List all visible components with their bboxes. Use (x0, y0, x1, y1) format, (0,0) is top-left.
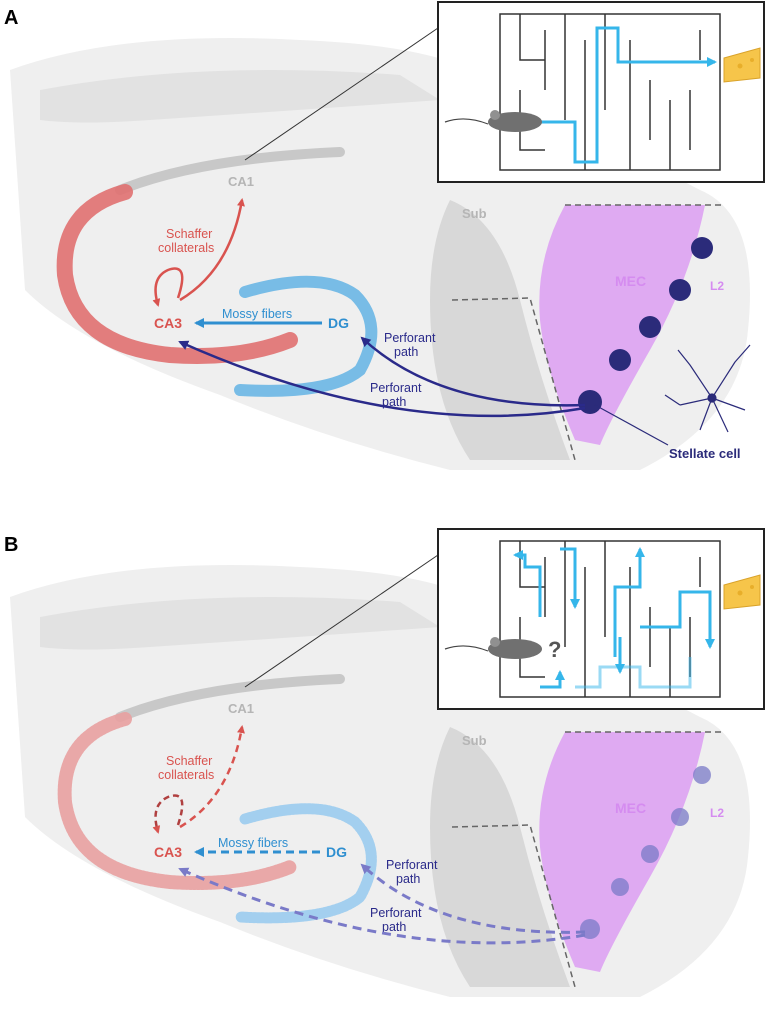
panel-a: A CA1 CA3 DG Sub MEC L2 Sc (4, 1, 765, 470)
dg-label: DG (326, 844, 347, 860)
mec-region (539, 732, 705, 972)
cortex-band (40, 597, 440, 650)
boundary-line (451, 824, 576, 988)
schaffer-label-line1: Schaffer (166, 754, 212, 768)
maze-exploration-paths (513, 547, 715, 689)
perforant-arrow-to-dg (360, 863, 586, 934)
perforant2-label-line1: Perforant (370, 906, 422, 920)
ca3-layer (57, 712, 297, 890)
perforant-arrow-to-ca3 (178, 867, 586, 945)
ca1-layer (115, 674, 345, 722)
ca1-label: CA1 (228, 701, 254, 716)
cheese-icon (723, 47, 761, 83)
panel-b: B CA1 CA3 DG Sub MEC L2 Schaffer collate… (4, 528, 765, 997)
inset-pointer-line (244, 554, 439, 688)
maze-outline (499, 13, 721, 171)
ca1-layer (115, 147, 345, 195)
l2-label: L2 (710, 279, 724, 293)
ca3-label: CA3 (154, 315, 182, 331)
perforant1-label-line2: path (396, 872, 420, 886)
stellate-clusters (578, 237, 713, 414)
sub-label: Sub (462, 733, 487, 748)
ca3-label: CA3 (154, 844, 182, 860)
inset-pointer-line (244, 27, 439, 161)
schaffer-label-line2: collaterals (158, 241, 214, 255)
perforant1-label-line1: Perforant (384, 331, 436, 345)
l2-label: L2 (710, 806, 724, 820)
maze-inset (437, 1, 765, 183)
panel-letter: A (4, 7, 18, 29)
maze-walls (519, 541, 701, 697)
stellate-label: Stellate cell (669, 446, 741, 461)
perforant1-label-line2: path (394, 345, 418, 359)
stellate-pointer-line (594, 404, 669, 446)
stellate-cell-icon (664, 344, 751, 433)
schaffer-label-line2: collaterals (158, 768, 214, 782)
perforant2-label-line2: path (382, 395, 406, 409)
perforant2-label-line2: path (382, 920, 406, 934)
ca3-recurrent-arrow (152, 267, 184, 307)
schaffer-arrow (179, 725, 245, 829)
perforant-arrow-to-dg (360, 336, 586, 407)
subiculum-region (430, 200, 570, 460)
ca1-label: CA1 (228, 174, 254, 189)
stellate-clusters (580, 766, 711, 939)
cortex-band (40, 70, 440, 123)
mec-label: MEC (615, 800, 646, 816)
mec-label: MEC (615, 273, 646, 289)
perforant1-label-line1: Perforant (386, 858, 438, 872)
mec-region (539, 205, 705, 445)
mossy-label: Mossy fibers (222, 307, 292, 321)
mouse-icon (444, 637, 542, 659)
ca3-layer (56, 184, 298, 364)
maze-inset: ? (437, 528, 765, 710)
schaffer-arrow (179, 198, 245, 302)
cheese-icon (723, 574, 761, 610)
panel-letter: B (4, 534, 18, 556)
maze-outline (499, 540, 721, 698)
dg-label: DG (328, 315, 349, 331)
mouse-icon (444, 110, 542, 132)
subiculum-region (430, 727, 570, 987)
schaffer-label-line1: Schaffer (166, 227, 212, 241)
ca3-recurrent-arrow (152, 794, 184, 834)
perforant-arrow-to-ca3 (178, 340, 586, 418)
mossy-label: Mossy fibers (218, 836, 288, 850)
perforant2-label-line1: Perforant (370, 381, 422, 395)
sub-label: Sub (462, 206, 487, 221)
maze-solution-path (540, 26, 717, 164)
maze-walls (519, 14, 701, 170)
question-mark: ? (548, 637, 561, 662)
